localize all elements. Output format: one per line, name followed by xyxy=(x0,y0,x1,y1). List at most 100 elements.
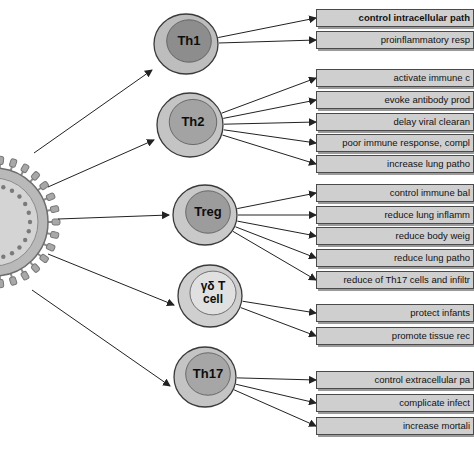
t-cell: Th17 xyxy=(173,346,237,408)
virus-dots xyxy=(1,185,32,259)
effect-box: promote tissue rec xyxy=(316,327,474,345)
effect-arrow xyxy=(237,378,316,380)
cell-membrane xyxy=(154,14,218,74)
cell-membrane xyxy=(157,93,223,157)
virus-dot xyxy=(27,229,31,233)
effect-box: evoke antibody prod xyxy=(316,91,474,109)
t-cell: γδ T cell xyxy=(177,264,243,328)
t-cell: Treg xyxy=(172,184,238,246)
cell-label: Treg xyxy=(186,190,231,235)
effect-arrow xyxy=(236,384,316,403)
virus-dot xyxy=(17,194,21,198)
effect-box: complicate infect xyxy=(316,394,474,412)
virus-spike-head xyxy=(46,192,56,201)
virus-dot xyxy=(27,210,31,214)
virus-spike-head xyxy=(39,254,49,264)
effect-arrow xyxy=(219,40,316,43)
effect-arrow xyxy=(223,100,316,118)
virus-arrow xyxy=(34,70,152,153)
effect-label: delay viral clearan xyxy=(393,117,470,127)
virus-dot xyxy=(10,189,14,193)
effect-label: complicate infect xyxy=(399,398,470,408)
effect-box: delay viral clearan xyxy=(316,113,474,131)
effect-arrow xyxy=(237,193,316,209)
effect-arrow xyxy=(218,18,316,38)
cell-label: Th1 xyxy=(167,19,212,64)
virus-arrow xyxy=(32,290,170,386)
effect-arrow xyxy=(222,78,316,113)
effect-label: increase mortali xyxy=(403,421,470,431)
effect-label: reduce lung patho xyxy=(394,253,470,263)
virus-spike-head xyxy=(9,158,17,167)
effect-box: increase lung patho xyxy=(316,155,474,173)
virus-spike-head xyxy=(50,205,59,213)
virus-dot xyxy=(1,255,5,259)
virus-spike-head xyxy=(9,276,17,285)
effect-label: reduce of Th17 cells and infiltr xyxy=(343,275,470,285)
effect-box: increase mortali xyxy=(316,417,474,435)
virus-spike-head xyxy=(20,271,29,281)
virus-dot xyxy=(1,185,5,189)
effect-box: reduce lung patho xyxy=(316,249,474,267)
effect-box: reduce of Th17 cells and infiltr xyxy=(316,271,474,289)
effect-label: evoke antibody prod xyxy=(384,95,470,105)
virus-dot xyxy=(23,238,27,242)
effect-label: control immune bal xyxy=(390,188,470,198)
effect-arrow xyxy=(241,308,316,336)
cell-membrane xyxy=(174,347,236,407)
t-cell: Th2 xyxy=(156,92,224,158)
effect-box: activate immune c xyxy=(316,69,474,87)
virus-spike-head xyxy=(0,279,4,288)
virus-dot xyxy=(23,202,27,206)
cell-membrane xyxy=(178,265,242,327)
effect-arrow xyxy=(237,221,316,236)
effect-box: reduce body weig xyxy=(316,227,474,245)
effect-box: control intracellular path xyxy=(316,9,474,27)
cell-membrane xyxy=(173,185,237,245)
effect-arrow xyxy=(224,122,316,124)
effect-label: control extracellular pa xyxy=(374,375,470,385)
effect-arrow xyxy=(222,135,316,164)
effect-label: promote tissue rec xyxy=(392,331,470,341)
effect-arrow xyxy=(238,215,316,216)
virus-spike-head xyxy=(50,231,59,239)
effect-label: reduce body weig xyxy=(396,231,470,241)
effect-label: proinflammatory resp xyxy=(381,35,470,45)
cell-label: γδ T cell xyxy=(190,270,236,316)
effect-label: poor immune response, compl xyxy=(342,138,470,148)
virus-core xyxy=(0,178,38,266)
effect-box: proinflammatory resp xyxy=(316,31,474,49)
virus-arrow xyxy=(48,140,154,187)
effect-box: control immune bal xyxy=(316,184,474,202)
effect-arrow xyxy=(233,231,316,280)
t-cell: Th1 xyxy=(153,13,219,75)
virus-spike-head xyxy=(31,263,41,273)
effect-label: control intracellular path xyxy=(359,13,470,23)
virus-body xyxy=(0,168,48,276)
virus-arrow xyxy=(58,215,169,219)
virus-spike-head xyxy=(0,156,4,165)
virus-spike-head xyxy=(52,219,60,225)
virus-spike-head xyxy=(31,171,41,181)
effect-label: reduce lung inflamm xyxy=(384,210,470,220)
effect-arrow xyxy=(224,130,316,143)
virus-spike-head xyxy=(39,181,49,191)
effect-label: increase lung patho xyxy=(387,159,470,169)
virus-dot xyxy=(17,245,21,249)
effect-box: reduce lung inflamm xyxy=(316,206,474,224)
effect-arrow xyxy=(236,227,316,258)
virus-spike-head xyxy=(46,243,56,252)
effect-label: activate immune c xyxy=(393,73,470,83)
effect-box: poor immune response, compl xyxy=(316,134,474,152)
effect-label: protect infants xyxy=(410,308,470,318)
cell-label: Th17 xyxy=(186,352,231,397)
virus-spike-head xyxy=(20,163,29,173)
effect-arrow xyxy=(234,390,316,426)
virus-dot xyxy=(10,251,14,255)
effect-box: control extracellular pa xyxy=(316,371,474,389)
virus-dot xyxy=(28,220,32,224)
effect-box: protect infants xyxy=(316,304,474,322)
effect-arrow xyxy=(243,301,316,313)
virus-arrow xyxy=(48,254,174,305)
